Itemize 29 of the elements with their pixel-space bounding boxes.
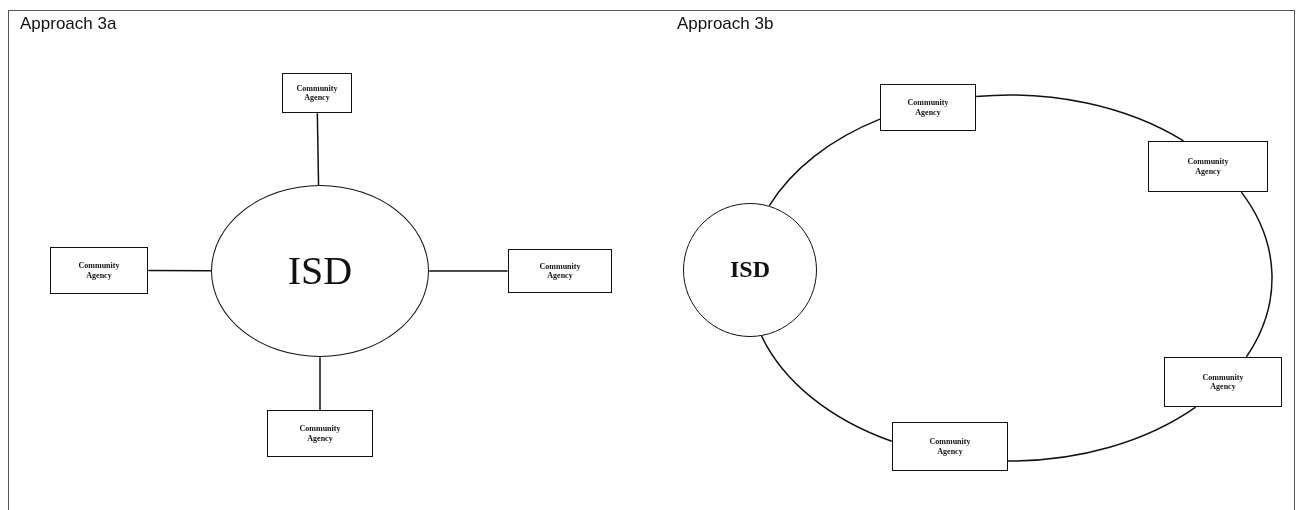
node-label: Community Agency [538,261,582,281]
agency-box [1148,141,1268,192]
agency-box [508,249,612,293]
agency-box [50,247,148,294]
connector-line [1007,406,1197,462]
node-label: ISD [286,248,354,294]
node-label: Community Agency [298,424,342,443]
connector-line [319,356,321,411]
panel-heading: Approach 3b [677,14,774,34]
panel-heading: Approach 3a [20,14,117,34]
node-label: Community Agency [77,261,121,280]
connector-line [975,94,1185,142]
agency-box [892,422,1008,471]
connector-line [428,270,509,272]
node-label: ISD [729,256,771,284]
node-label: Community Agency [1186,157,1230,176]
connector-line [768,118,881,207]
node-label: Community Agency [906,98,950,117]
node-label: Community Agency [928,437,972,456]
node-label: Community Agency [1201,372,1245,392]
connector-line [1240,191,1273,358]
agency-box [880,84,976,131]
connector-line [760,335,893,443]
node-label: Community Agency [295,83,339,103]
connector-line [316,112,320,186]
agency-box [282,73,352,113]
connector-line [147,269,212,272]
agency-box [267,410,373,457]
agency-box [1164,357,1282,407]
